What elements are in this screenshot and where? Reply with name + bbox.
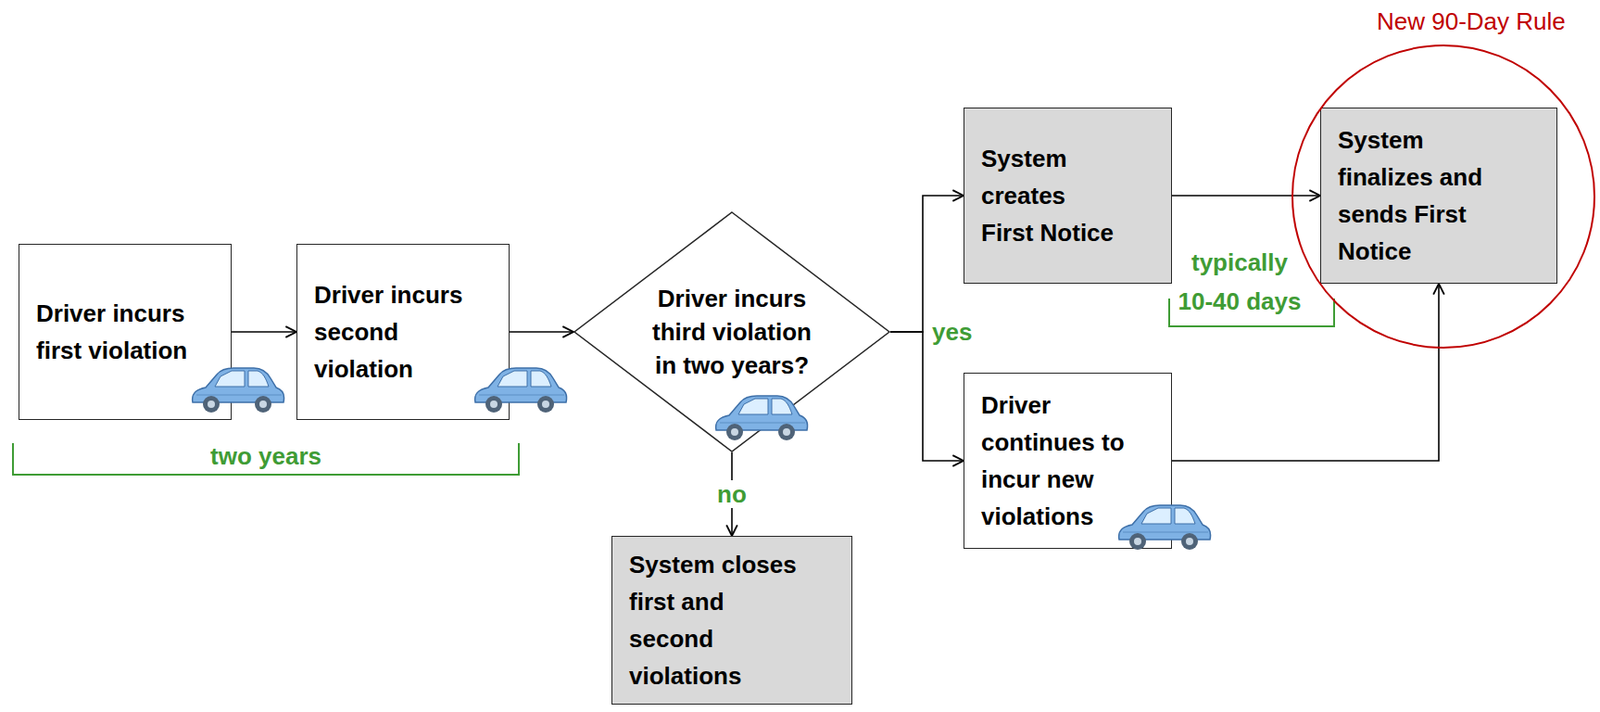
span-bracket xyxy=(12,442,519,475)
flow-arrow xyxy=(509,330,574,333)
system-box: System creates First Notice xyxy=(963,107,1172,284)
node-text: Driver continues to incur new violations xyxy=(981,386,1134,535)
diamond-shape xyxy=(574,212,890,452)
flow-arrow xyxy=(231,330,297,333)
car-icon xyxy=(716,395,808,441)
branch-label: no xyxy=(713,479,751,508)
span-label: typically 10-40 days xyxy=(1174,242,1305,321)
highlight-circle xyxy=(1292,45,1595,348)
car-icon xyxy=(1119,504,1211,550)
node-text: System finalizes and sends First Notice xyxy=(1337,121,1487,270)
node-text: Driver incurs first violation xyxy=(36,294,199,369)
flow-arrow xyxy=(890,195,964,332)
node-text: Driver incurs second violation xyxy=(314,276,477,388)
callout-title: New 90-Day Rule xyxy=(1376,7,1566,36)
system-box: System closes first and second violation… xyxy=(611,535,853,705)
node-text: Driver incurs third violation in two yea… xyxy=(648,281,816,382)
car-icon xyxy=(475,367,567,413)
node-text: System creates First Notice xyxy=(981,139,1121,252)
flow-arrow xyxy=(890,331,964,461)
car-icon xyxy=(192,367,285,413)
node-text: System closes first and second violation… xyxy=(629,545,806,694)
system-box: System finalizes and sends First Notice xyxy=(1320,107,1558,284)
branch-label: yes xyxy=(928,317,976,346)
flow-arrow xyxy=(1171,194,1321,197)
span-label: two years xyxy=(173,441,359,470)
